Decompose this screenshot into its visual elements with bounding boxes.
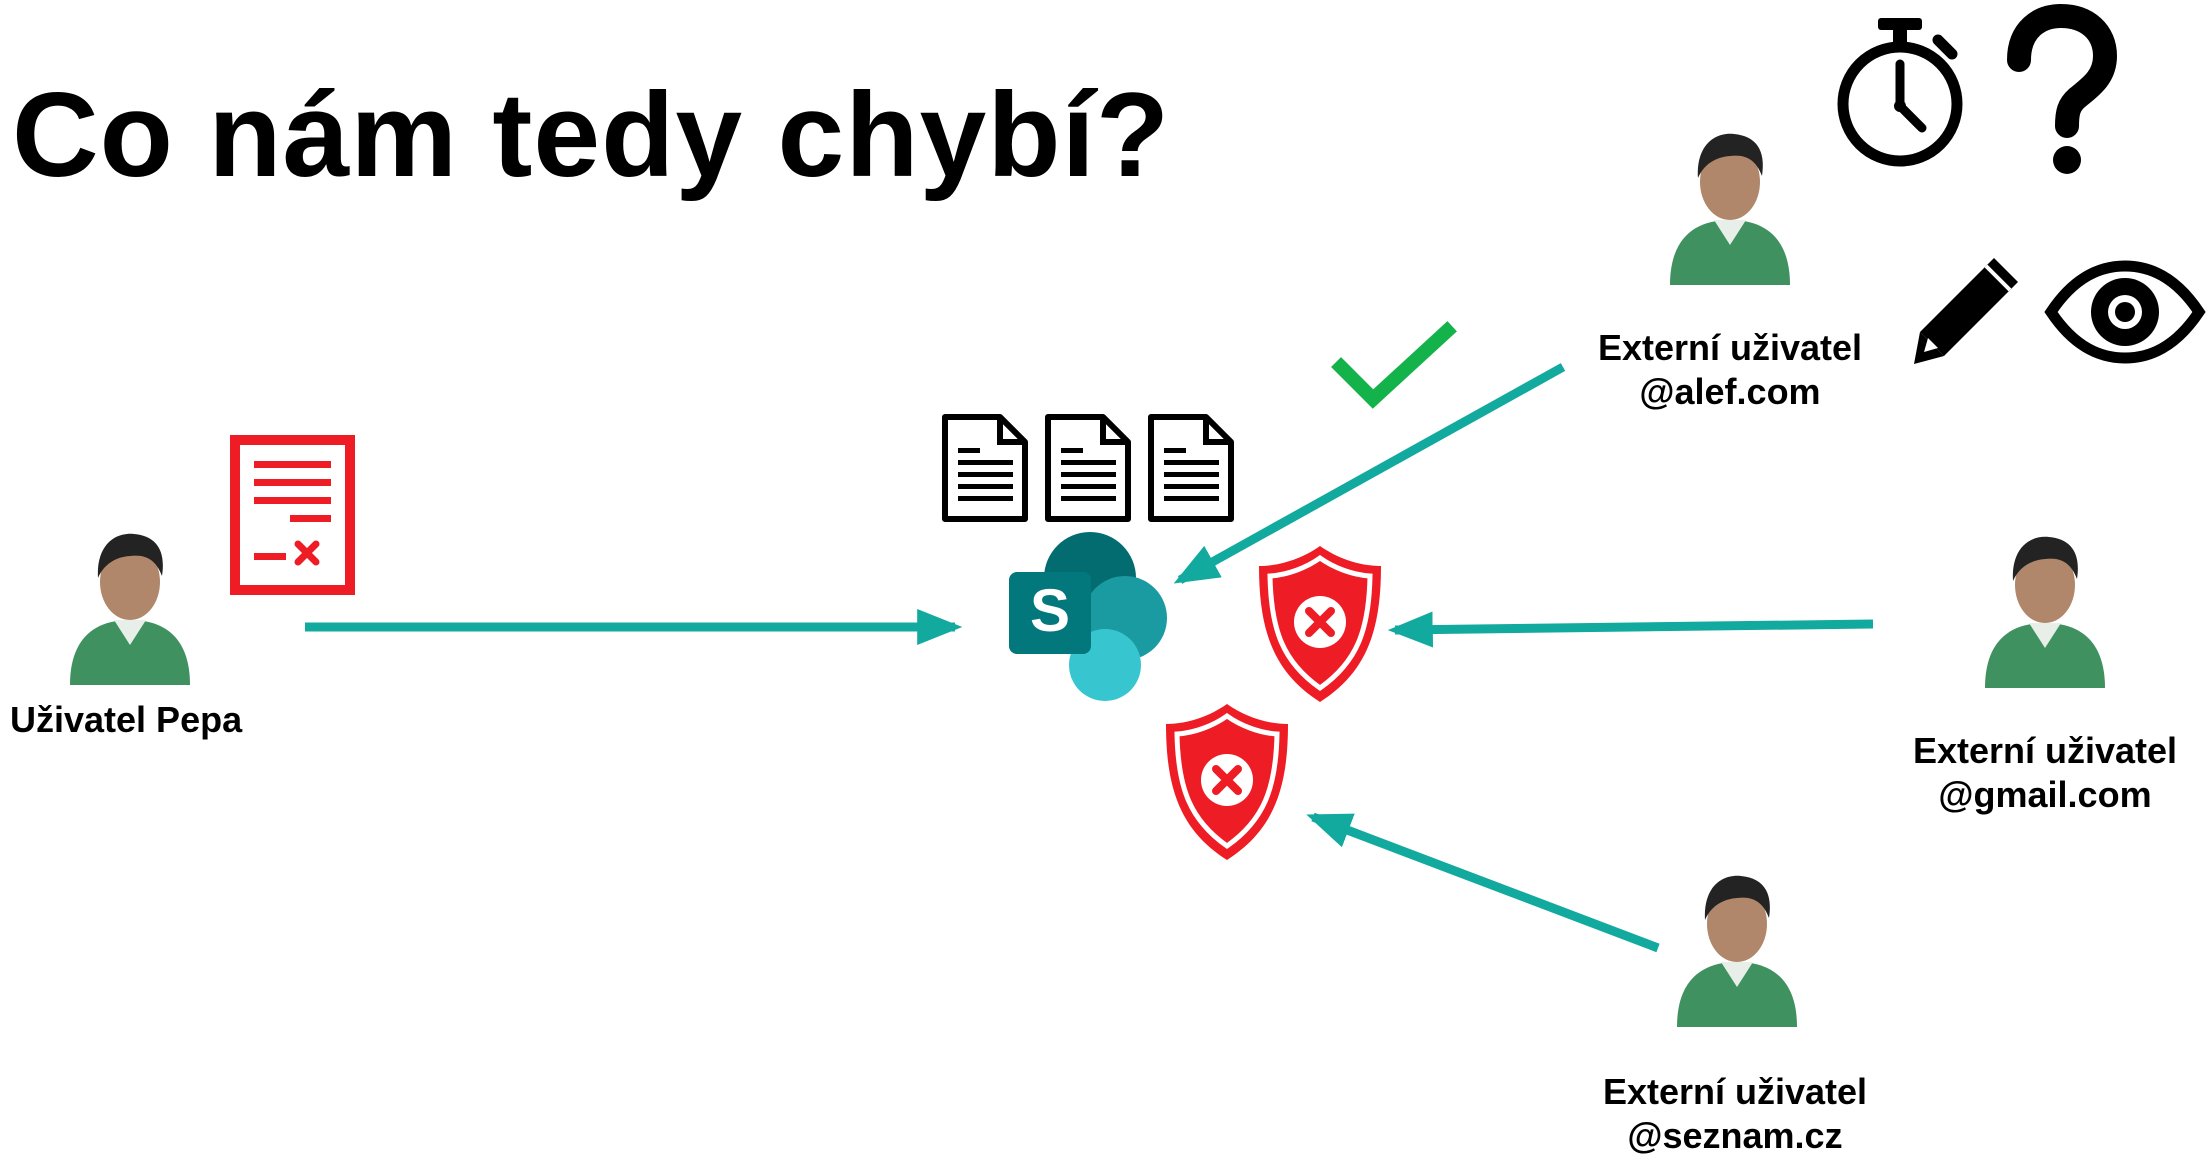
sharepoint-icon: S — [1005, 530, 1190, 710]
user-pepa-label: Uživatel Pepa — [10, 699, 243, 740]
user-seznam — [1667, 862, 1807, 1027]
question-mark-icon — [2005, 3, 2118, 178]
user-icon — [70, 533, 190, 685]
document-icon — [1043, 412, 1133, 524]
sharepoint-letter: S — [1030, 577, 1070, 644]
user-gmail — [1975, 523, 2115, 688]
user-gmail-line1: Externí uživatel — [1912, 730, 2178, 771]
user-icon — [1670, 133, 1790, 285]
document-icon — [1146, 412, 1236, 524]
user-seznam-line1: Externí uživatel — [1602, 1071, 1868, 1112]
policy-document-icon — [230, 435, 355, 595]
document-icon — [940, 412, 1030, 524]
arrow-alef-to-sharepoint — [1173, 363, 1566, 584]
pencil-icon — [1910, 252, 2025, 367]
user-gmail-line2: @gmail.com — [1938, 774, 2152, 815]
user-alef — [1660, 120, 1800, 285]
user-gmail-label: Externí uživatel @gmail.com — [1890, 729, 2200, 817]
user-icon — [1677, 875, 1797, 1027]
user-seznam-label: Externí uživatel @seznam.cz — [1585, 1070, 1885, 1158]
check-icon — [1331, 321, 1457, 410]
user-pepa — [60, 520, 200, 685]
user-alef-label: Externí uživatel @alef.com — [1580, 326, 1880, 414]
arrow-gmail-to-shield — [1387, 611, 1874, 648]
eye-icon — [2044, 260, 2206, 364]
user-alef-line1: Externí uživatel — [1597, 327, 1863, 368]
shield-deny-icon — [1253, 542, 1388, 707]
stopwatch-icon — [1830, 12, 1970, 172]
user-alef-line2: @alef.com — [1639, 371, 1821, 412]
arrow-seznam-to-shield — [1306, 812, 1660, 953]
shield-deny-icon — [1160, 700, 1295, 865]
user-seznam-line2: @seznam.cz — [1627, 1115, 1843, 1156]
page-title: Co nám tedy chybí? — [12, 68, 1171, 202]
user-icon — [1985, 536, 2105, 688]
